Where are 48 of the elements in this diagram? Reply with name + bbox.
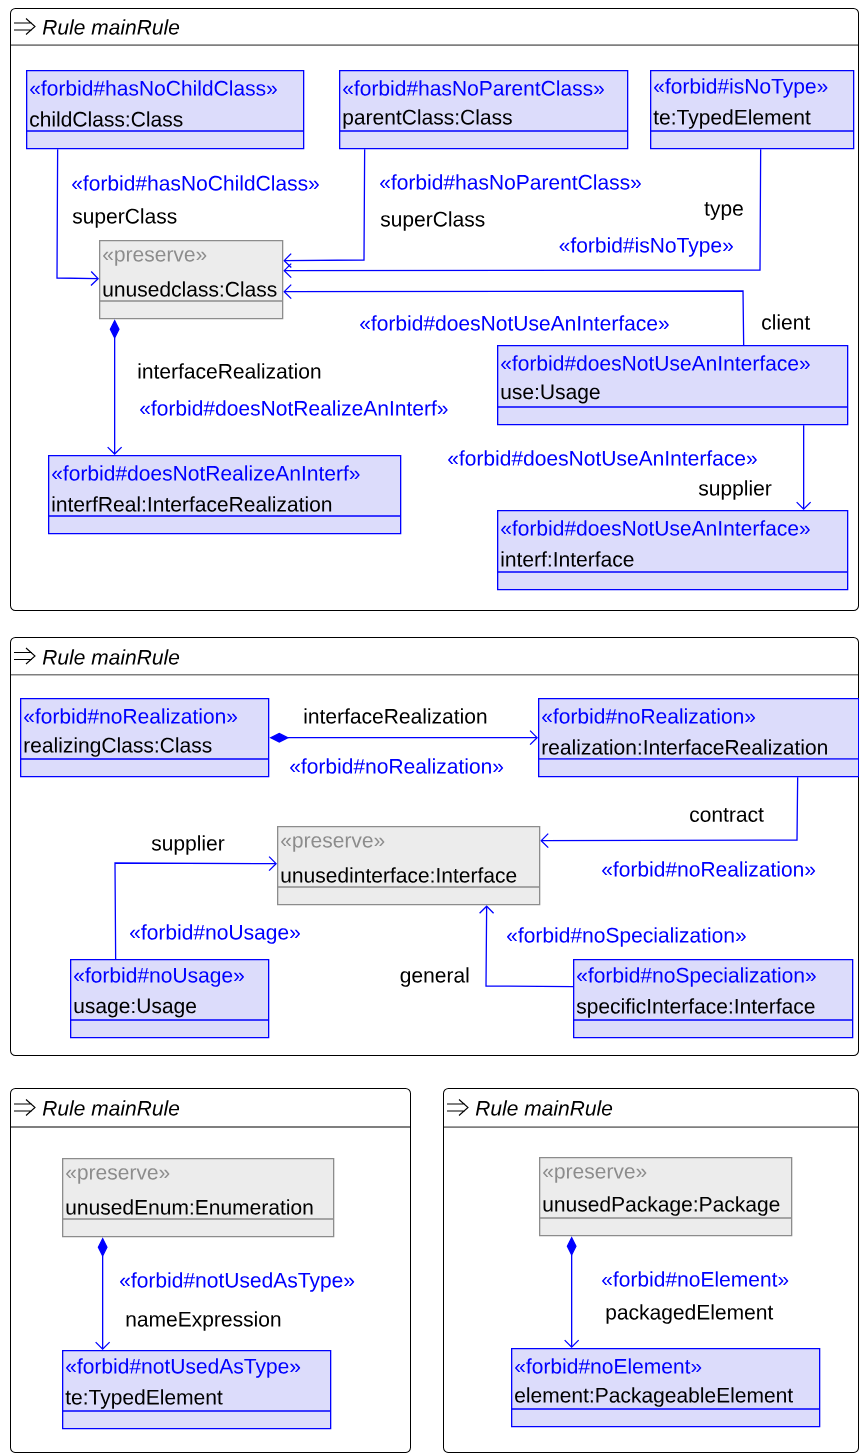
edge-label: «forbid#noSpecialization» bbox=[505, 926, 748, 948]
class-box: «forbid#doesNotUseAnInterface» use:Usage bbox=[496, 345, 849, 426]
edge-label: «forbid#noUsage» bbox=[128, 923, 302, 945]
edge-label: «forbid#noElement» bbox=[600, 1270, 791, 1288]
class-box: «forbid#noRealization» realizingClass:Class bbox=[19, 698, 270, 778]
edge-label: «forbid#notUsedAsType» bbox=[118, 1271, 357, 1293]
edge-label: supplier bbox=[697, 479, 773, 501]
edge-label: «forbid#hasNoChildClass» bbox=[70, 174, 321, 192]
edge-label: client bbox=[760, 313, 812, 331]
class-box: «forbid#notUsedAsType» te:TypedElement bbox=[61, 1350, 332, 1430]
arrow bbox=[283, 148, 762, 279]
edge-label: «forbid#doesNotRealizeAnInterf» bbox=[138, 399, 450, 417]
class-box: «forbid#noSpecialization» specificInterface:Interface bbox=[572, 959, 854, 1039]
edge-label: «forbid#doesNotUseAnInterface» bbox=[446, 449, 759, 467]
class-box: «preserve» unusedEnum:Enumeration bbox=[61, 1158, 335, 1238]
arrow bbox=[283, 284, 745, 346]
arrow bbox=[283, 148, 366, 269]
class-box: «forbid#noUsage» usage:Usage bbox=[69, 959, 270, 1039]
class-box: «forbid#hasNoChildClass» childClass:Class bbox=[25, 70, 305, 150]
class-box: «forbid#noRealization» realization:InterfaceRealization bbox=[537, 698, 859, 778]
edge-label: «forbid#noRealization» bbox=[288, 757, 506, 775]
arrow bbox=[56, 148, 99, 287]
class-box: «preserve» unusedPackage:Package bbox=[538, 1157, 793, 1237]
edge-label: packagedElement bbox=[604, 1303, 775, 1325]
edge-label: type bbox=[703, 201, 745, 221]
arrow bbox=[796, 424, 812, 510]
edge-label: interfaceRealization bbox=[302, 707, 489, 725]
class-box: «forbid#doesNotUseAnInterface» interf:Interface bbox=[496, 510, 849, 591]
class-box: «preserve» unusedclass:Class bbox=[98, 240, 284, 320]
class-box: «forbid#hasNoParentClass» parentClass:Class bbox=[338, 70, 629, 150]
class-box: «forbid#doesNotRealizeAnInterf» interfReal:InterfaceRealization bbox=[47, 455, 402, 535]
edge-label: nameExpression bbox=[124, 1310, 283, 1332]
edge-label: general bbox=[398, 966, 471, 988]
edge-label: contract bbox=[688, 807, 765, 823]
edge-label: interfaceRealization bbox=[136, 362, 323, 380]
edge-label: «forbid#hasNoParentClass» bbox=[378, 173, 643, 191]
class-box: «forbid#isNoType» te:TypedElement bbox=[649, 70, 855, 150]
class-box: «forbid#noElement» element:PackageableElement bbox=[510, 1348, 821, 1428]
edge-label: superClass bbox=[379, 210, 487, 232]
arrow bbox=[114, 856, 277, 960]
edge-label: «forbid#doesNotUseAnInterface» bbox=[358, 314, 671, 332]
edge-label: «forbid#isNoType» bbox=[557, 236, 735, 258]
class-box: «preserve» unusedinterface:Interface bbox=[276, 826, 541, 906]
edge-label: supplier bbox=[150, 834, 226, 856]
arrow bbox=[478, 905, 574, 988]
arrow bbox=[540, 776, 799, 849]
edge-label: superClass bbox=[71, 207, 179, 229]
edge-label: «forbid#noRealization» bbox=[600, 860, 818, 878]
